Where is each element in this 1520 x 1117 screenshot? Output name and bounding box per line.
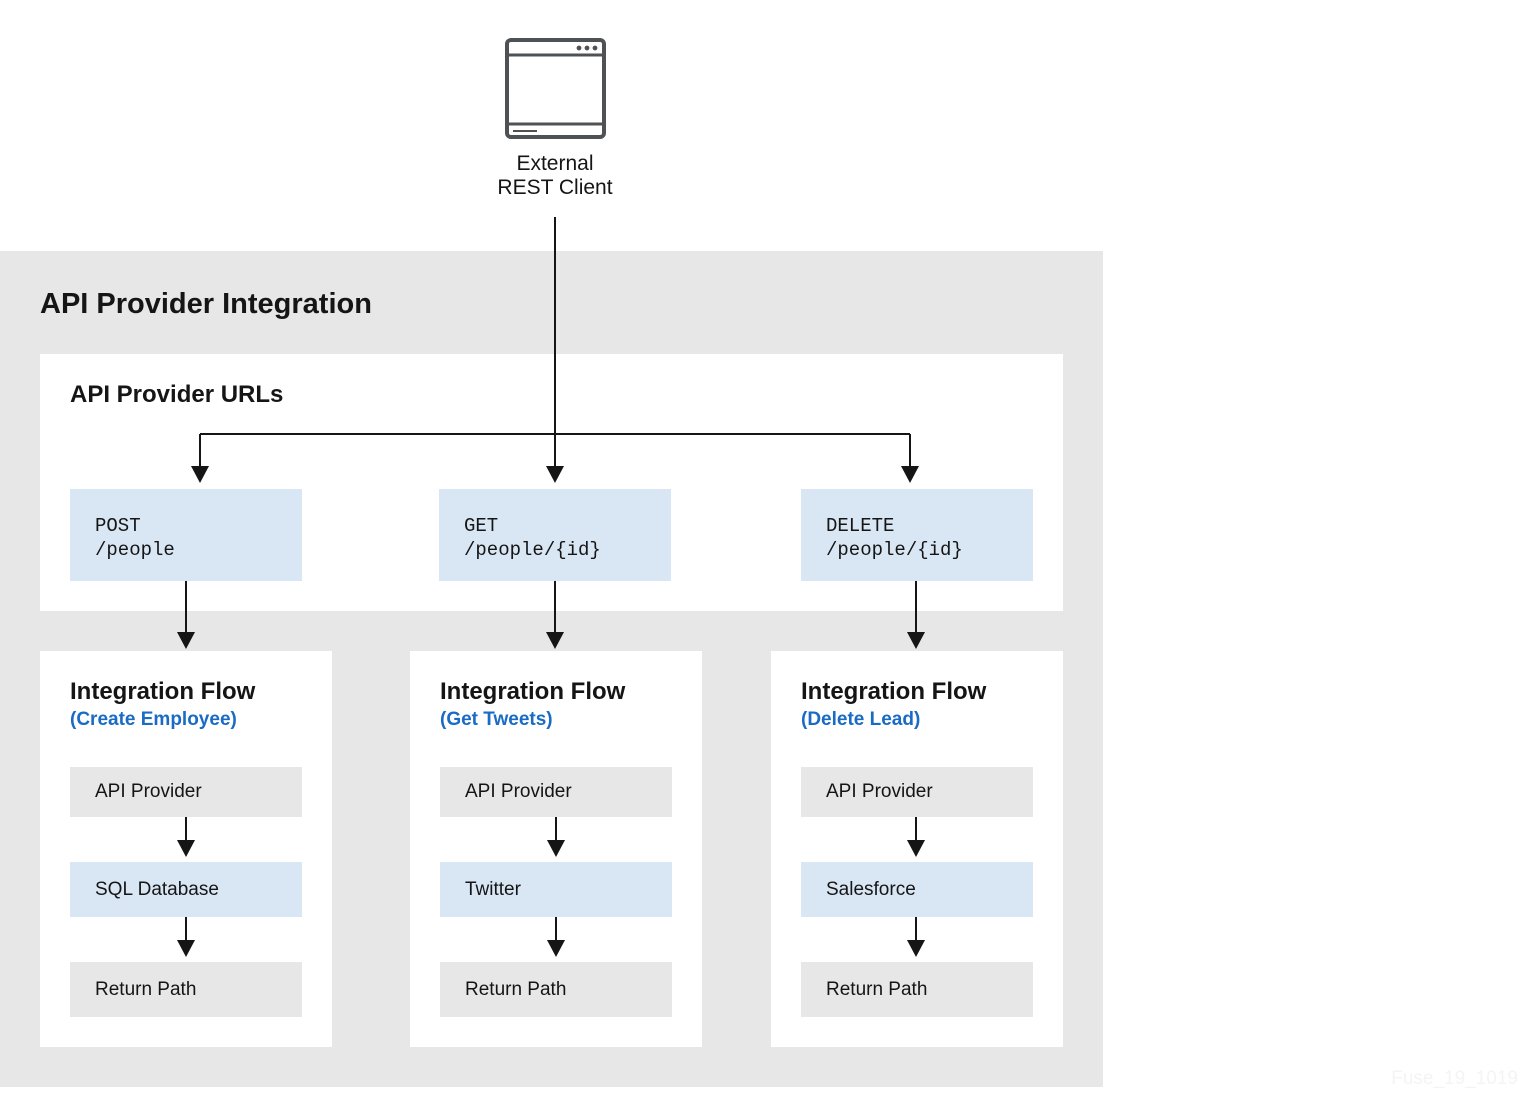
arrowhead [546,632,564,649]
arrowhead [546,466,564,483]
endpoint-delete-person: DELETE /people/{id} [801,489,1033,581]
endpoint-method: DELETE [826,515,895,537]
flow-subtitle: (Delete Lead) [801,709,921,730]
browser-window-icon [505,38,606,139]
step-return-path: Return Path [440,962,672,1017]
flow-title: Integration Flow [70,678,256,705]
arrowhead [177,940,195,957]
arrowhead [177,632,195,649]
step-sql-database: SQL Database [70,862,302,917]
endpoint-path: /people [95,539,175,561]
endpoint-method: POST [95,515,141,537]
integration-title: API Provider Integration [40,288,372,320]
endpoint-path: /people/{id} [826,539,963,561]
flow-title: Integration Flow [440,678,626,705]
arrowhead [901,466,919,483]
step-return-path: Return Path [801,962,1033,1017]
flow-subtitle: (Get Tweets) [440,709,553,730]
step-api-provider: API Provider [70,767,302,817]
endpoint-get-person: GET /people/{id} [439,489,671,581]
arrowhead [907,840,925,857]
flow-title: Integration Flow [801,678,987,705]
endpoint-method: GET [464,515,499,537]
arrowhead [547,940,565,957]
client-label: External REST Client [455,152,655,200]
endpoint-post-people: POST /people [70,489,302,581]
figure-id-watermark: Fuse_19_1019 [1391,1068,1518,1089]
urls-title: API Provider URLs [70,381,284,408]
client-label-line1: External [516,152,594,175]
arrowhead [177,840,195,857]
step-api-provider: API Provider [440,767,672,817]
client-label-line2: REST Client [497,176,613,199]
arrowhead [907,632,925,649]
arrowhead [191,466,209,483]
flow-subtitle: (Create Employee) [70,709,237,730]
step-return-path: Return Path [70,962,302,1017]
step-api-provider: API Provider [801,767,1033,817]
step-salesforce: Salesforce [801,862,1033,917]
arrowhead [547,840,565,857]
step-twitter: Twitter [440,862,672,917]
endpoint-path: /people/{id} [464,539,601,561]
arrowhead [907,940,925,957]
